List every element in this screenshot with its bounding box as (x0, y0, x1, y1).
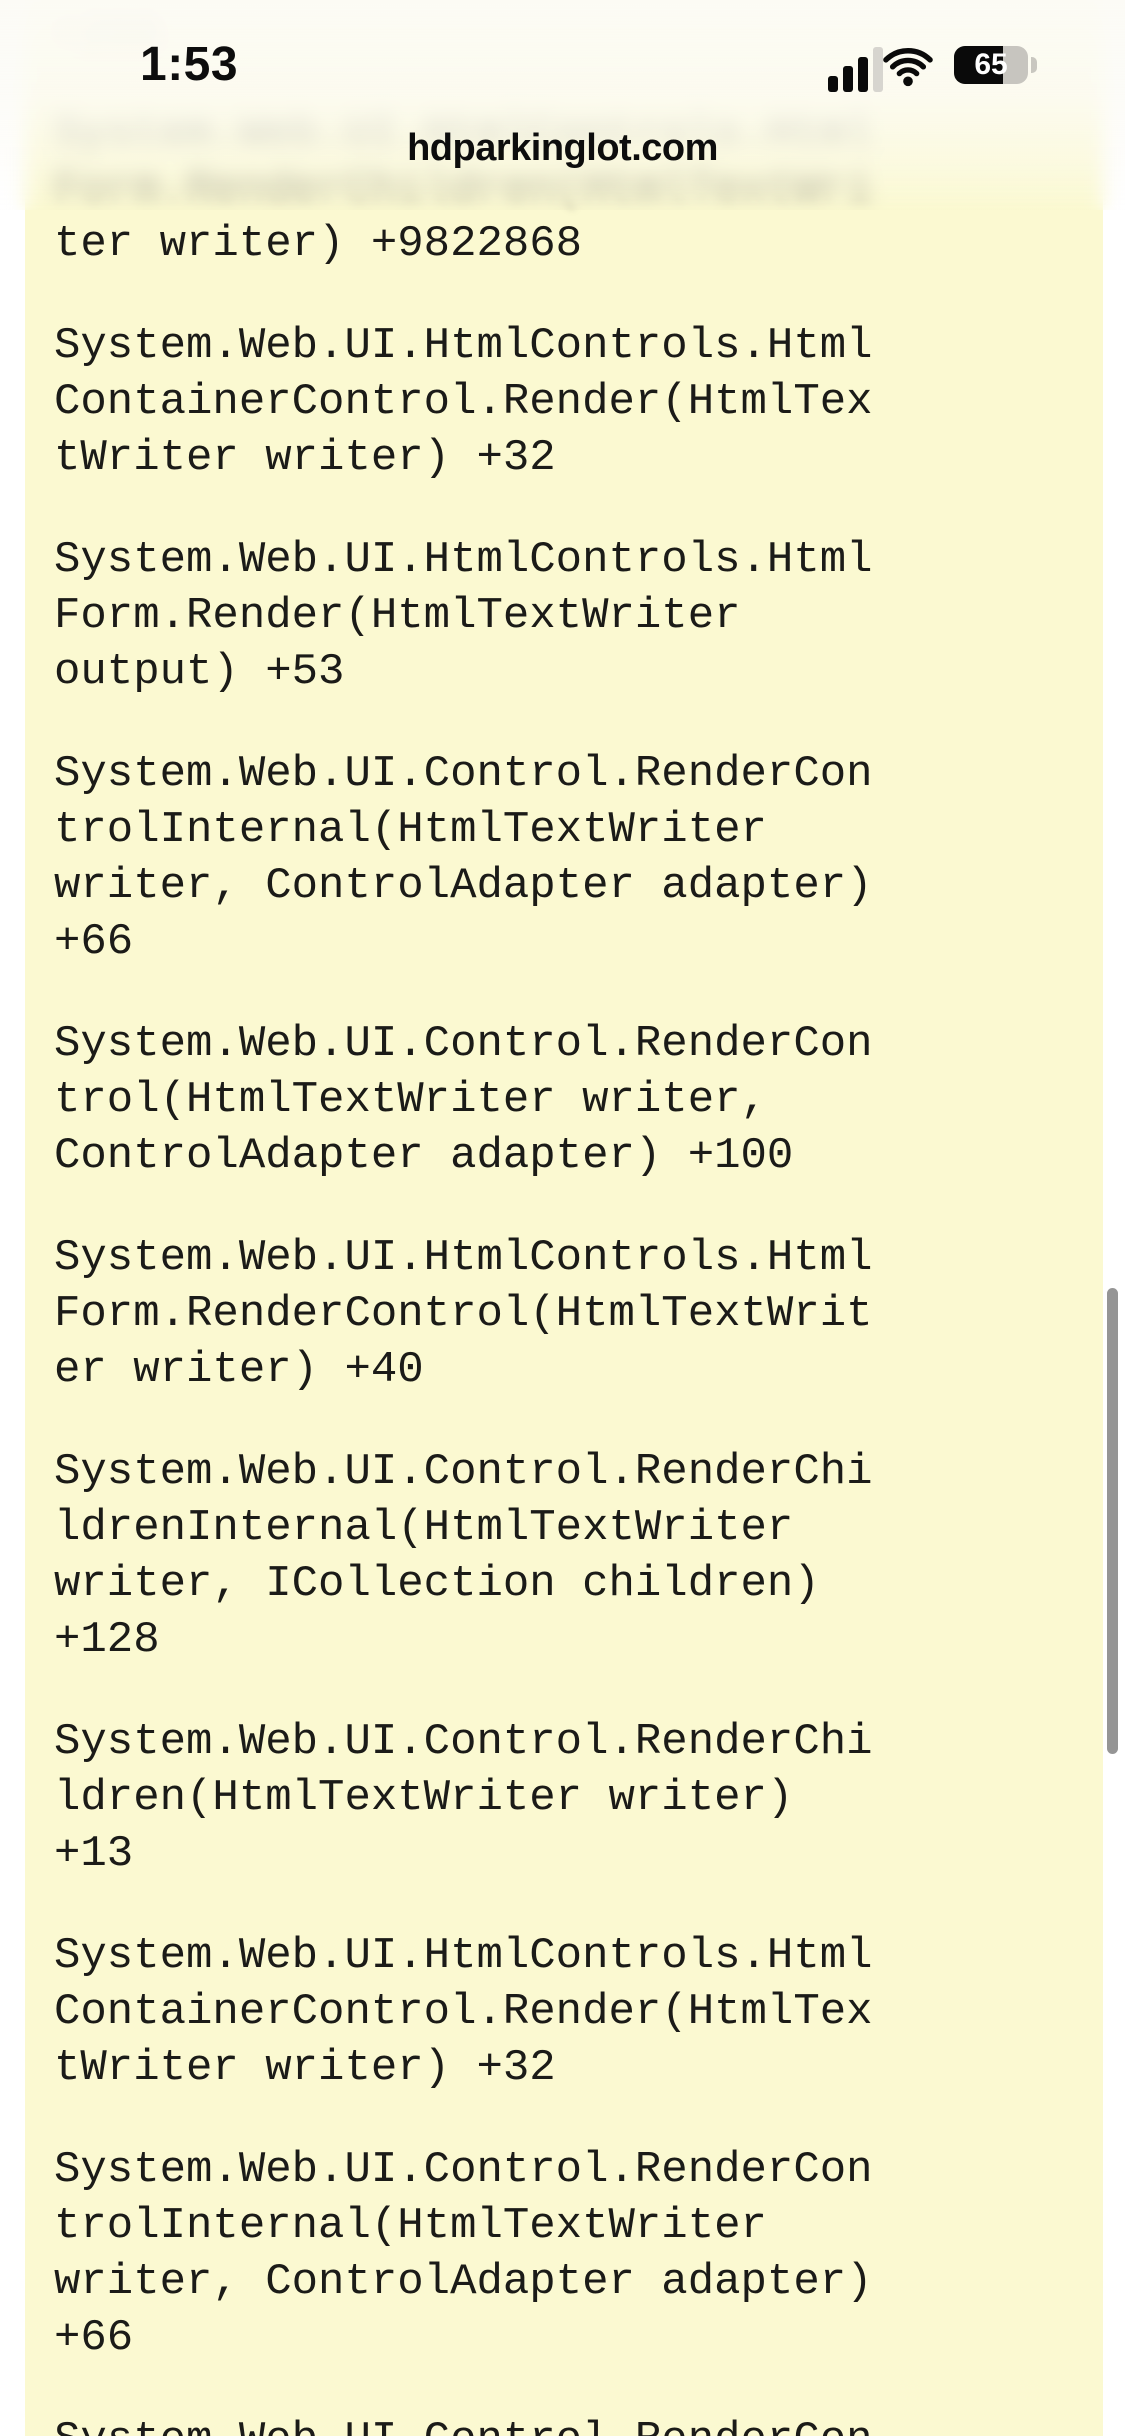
url-bar-title[interactable]: hdparkinglot.com (407, 127, 718, 169)
stack-line: tWriter writer) +32 (54, 2043, 556, 2093)
stack-line: System.Web.UI.Control.RenderCon (54, 2145, 873, 2195)
stack-frame: System.Web.UI.Control.RenderChi ldren(Htm… (54, 1714, 1098, 1882)
signal-bar (843, 66, 853, 92)
stack-line: System.Web.UI.Control.RenderChi (54, 1447, 873, 1497)
stack-frame: System.Web.UI.Control.RenderChi ldrenInte… (54, 1444, 1098, 1668)
scrollbar-thumb[interactable] (1107, 1288, 1118, 1754)
stack-line: ControlAdapter adapter) +100 (54, 1131, 794, 1181)
stack-line: ldren(HtmlTextWriter writer) (54, 1773, 794, 1823)
stack-frame: System.Web.UI.Control.RenderCon trolInter… (54, 2142, 1098, 2366)
signal-bar (828, 76, 838, 92)
battery-level-fill (954, 46, 1003, 84)
stack-line: trolInternal(HtmlTextWriter (54, 805, 767, 855)
stack-line: System.Web.UI.HtmlControls.Html (54, 1931, 873, 1981)
stack-line: +128 (54, 1615, 160, 1665)
stack-line: System.Web.UI.HtmlControls.Html (54, 321, 873, 371)
stack-line: writer, ControlAdapter adapter) (54, 2257, 873, 2307)
stack-line: trol(HtmlTextWriter writer, (54, 1075, 767, 1125)
stack-line: +66 (54, 2313, 134, 2363)
stack-line: Form.RenderControl(HtmlTextWrit (54, 1289, 873, 1339)
stack-line: ter writer) +9822868 (54, 219, 583, 269)
stack-line: +66 (54, 917, 134, 967)
stack-trace: +268System.Web.UI.HtmlControls.HtmlForm.… (54, 2, 1098, 2436)
stack-line: output) +53 (54, 647, 345, 697)
stack-line: System.Web.UI.Control.RenderCon (54, 749, 873, 799)
signal-bar (858, 57, 868, 92)
stack-line: Form.Render(HtmlTextWriter (54, 591, 741, 641)
status-time: 1:53 (140, 38, 239, 91)
stack-frame: System.Web.UI.Control.RenderCon trol(Html… (54, 1016, 1098, 1184)
battery-nub (1031, 57, 1037, 73)
stack-line: ContainerControl.Render(HtmlTex (54, 1987, 873, 2037)
stack-line: System.Web.UI.Control.RenderCon (54, 1019, 873, 1069)
cellular-signal-icon (828, 46, 883, 92)
error-page-background (25, 0, 1103, 2436)
stack-line: trolInternal(HtmlTextWriter (54, 2201, 767, 2251)
stack-line: writer, ControlAdapter adapter) (54, 861, 873, 911)
safari-top-bar: 1:53 65 hdparkinglot.com (0, 0, 1125, 210)
stack-frame: System.Web.UI.Control.RenderCon trolInter… (54, 746, 1098, 970)
stack-line: System.Web.UI.Control.RenderChi (54, 1717, 873, 1767)
signal-bar-inactive (873, 47, 883, 92)
stack-line: ContainerControl.Render(HtmlTex (54, 377, 873, 427)
stack-line: System.Web.UI.HtmlControls.Html (54, 1233, 873, 1283)
stack-frame: System.Web.UI.Control.RenderCon (54, 2412, 1098, 2436)
wifi-icon (883, 48, 933, 87)
stack-line: er writer) +40 (54, 1345, 424, 1395)
stack-line: ldrenInternal(HtmlTextWriter (54, 1503, 794, 1553)
stack-line: writer, ICollection children) (54, 1559, 820, 1609)
stack-line: System.Web.UI.HtmlControls.Html (54, 535, 873, 585)
stack-line: tWriter writer) +32 (54, 433, 556, 483)
battery-percent-label: 65 (974, 48, 1008, 81)
battery-icon: 65 (954, 46, 1028, 84)
stack-line: System.Web.UI.Control.RenderCon (54, 2412, 1098, 2436)
stack-line: +13 (54, 1829, 134, 1879)
